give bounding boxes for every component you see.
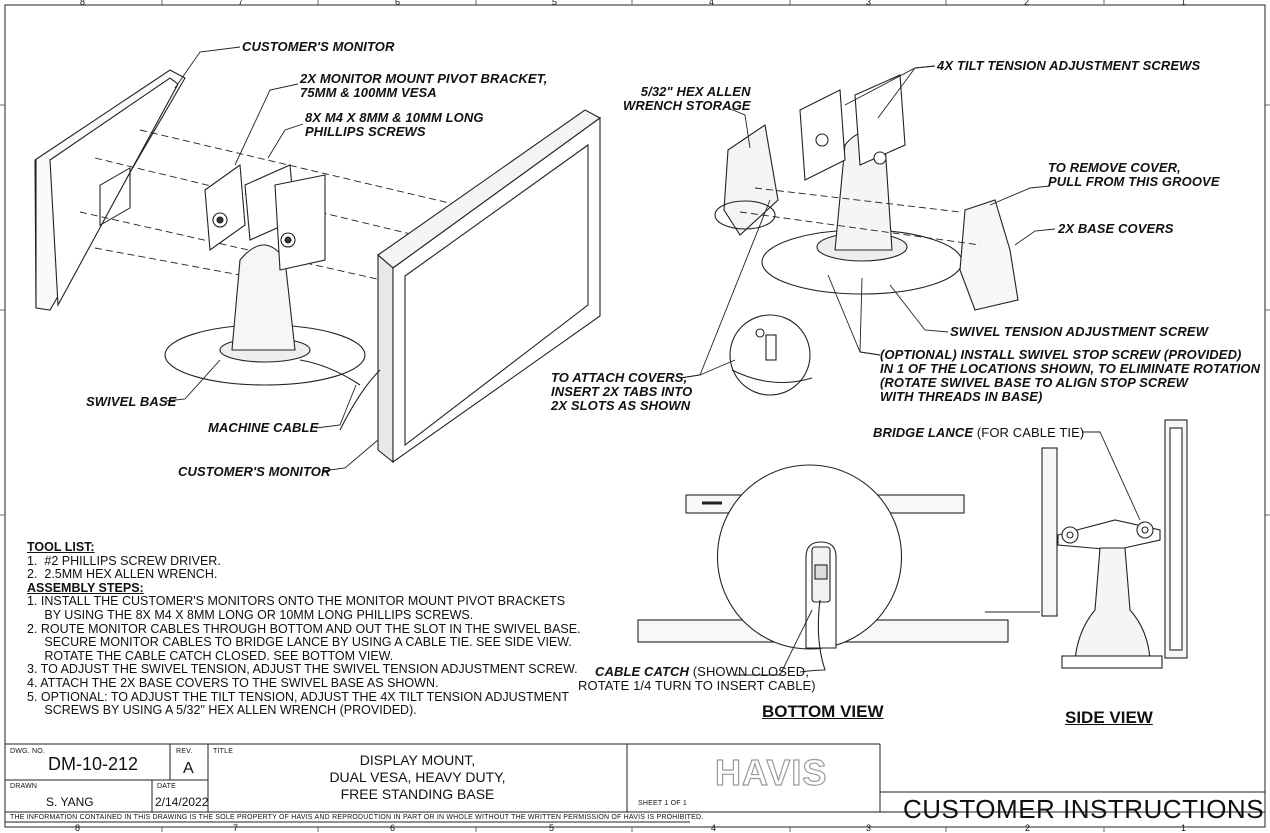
border-number: 4 bbox=[709, 0, 715, 7]
border-number: 8 bbox=[80, 0, 86, 7]
border-number: 4 bbox=[711, 823, 717, 833]
border-number: 7 bbox=[233, 823, 239, 833]
label-swivel-stop-screw: (OPTIONAL) INSTALL SWIVEL STOP SCREW (PR… bbox=[880, 347, 1261, 404]
border-number: 2 bbox=[1024, 0, 1030, 7]
dwg-no-label: DWG. NO. bbox=[10, 748, 46, 755]
tool-item: 2. 2.5MM HEX ALLEN WRENCH. bbox=[27, 567, 218, 582]
assembly-step: 2. ROUTE MONITOR CABLES THROUGH BOTTOM A… bbox=[27, 621, 581, 636]
border-number: 3 bbox=[866, 823, 872, 833]
date-label: DATE bbox=[157, 783, 176, 790]
leader-lines-right bbox=[679, 65, 1056, 379]
assembly-step: BY USING THE 8X M4 X 8MM LONG OR 10MM LO… bbox=[27, 607, 474, 622]
rev-label: REV. bbox=[176, 748, 193, 755]
label-pivot-bracket: 2X MONITOR MOUNT PIVOT BRACKET, 75MM & 1… bbox=[300, 71, 548, 100]
border-number: 6 bbox=[395, 0, 401, 7]
disclaimer: THE INFORMATION CONTAINED IN THIS DRAWIN… bbox=[10, 814, 704, 821]
assembly-step: 5. OPTIONAL: TO ADJUST THE TILT TENSION,… bbox=[27, 689, 570, 704]
title-line: DISPLAY MOUNT, bbox=[359, 752, 476, 768]
tool-list-heading: TOOL LIST: bbox=[27, 540, 95, 554]
label-bridge-lance: BRIDGE LANCE (FOR CABLE TIE) bbox=[873, 426, 1084, 440]
cover-assembly-view bbox=[714, 74, 1019, 396]
assembly-step: SECURE MONITOR CABLES TO BRIDGE LANCE BY… bbox=[27, 635, 572, 650]
drawn-by: S. YANG bbox=[46, 795, 94, 809]
title-label: TITLE bbox=[213, 748, 234, 755]
label-swivel-base: SWIVEL BASE bbox=[86, 394, 177, 409]
border-number: 1 bbox=[1181, 0, 1187, 7]
dwg-number: DM-10-212 bbox=[48, 754, 139, 774]
cable-catch-note: (SHOWN CLOSED, bbox=[689, 664, 809, 679]
cable-catch-text: CABLE CATCH bbox=[595, 664, 690, 679]
side-view-title: SIDE VIEW bbox=[1065, 708, 1153, 727]
label-machine-cable: MACHINE CABLE bbox=[208, 420, 319, 435]
revision: A bbox=[183, 760, 194, 777]
exploded-assembly-view bbox=[34, 69, 602, 464]
border-number: 8 bbox=[75, 823, 81, 833]
border-number: 7 bbox=[238, 0, 244, 7]
assembly-step: ROTATE THE CABLE CATCH CLOSED. SEE BOTTO… bbox=[27, 648, 394, 663]
label-hex-allen-storage: 5/32" HEX ALLEN WRENCH STORAGE bbox=[623, 84, 751, 113]
title-line: DUAL VESA, HEAVY DUTY, bbox=[329, 769, 506, 785]
assembly-step: 3. TO ADJUST THE SWIVEL TENSION, ADJUST … bbox=[27, 662, 578, 677]
leader-lines-left bbox=[165, 46, 379, 472]
assembly-step: SCREWS BY USING A 5/32" HEX ALLEN WRENCH… bbox=[27, 703, 417, 718]
label-cable-catch: CABLE CATCH (SHOWN CLOSED, bbox=[595, 665, 809, 679]
document-type: CUSTOMER INSTRUCTIONS bbox=[903, 794, 1265, 824]
assembly-step: 4. ATTACH THE 2X BASE COVERS TO THE SWIV… bbox=[27, 675, 439, 690]
bridge-lance-leader bbox=[1082, 431, 1141, 521]
sheet-number: SHEET 1 OF 1 bbox=[638, 800, 687, 807]
instructions-block: TOOL LIST: 1. #2 PHILLIPS SCREW DRIVER. … bbox=[27, 540, 581, 718]
label-customers-monitor: CUSTOMER'S MONITOR bbox=[242, 39, 395, 54]
assembly-step: 1. INSTALL THE CUSTOMER'S MONITORS ONTO … bbox=[27, 594, 566, 609]
label-attach-covers: TO ATTACH COVERS, INSERT 2X TABS INTO 2X… bbox=[551, 370, 693, 413]
border-number: 3 bbox=[866, 0, 872, 7]
border-number: 2 bbox=[1025, 823, 1031, 833]
border-number: 5 bbox=[549, 823, 555, 833]
border-number: 5 bbox=[552, 0, 558, 7]
border-number: 6 bbox=[390, 823, 396, 833]
assembly-heading: ASSEMBLY STEPS: bbox=[27, 580, 144, 595]
bottom-view-title: BOTTOM VIEW bbox=[762, 702, 884, 721]
drawing-title: DISPLAY MOUNT, DUAL VESA, HEAVY DUTY, FR… bbox=[208, 752, 627, 803]
drawing-date: 2/14/2022 bbox=[155, 795, 209, 809]
bridge-lance-note: (FOR CABLE TIE) bbox=[973, 425, 1085, 440]
bottom-view-drawing bbox=[637, 464, 1009, 673]
label-phillips-screws: 8X M4 X 8MM & 10MM LONG PHILLIPS SCREWS bbox=[305, 110, 484, 139]
sheet-border bbox=[4, 4, 1266, 828]
label-base-covers: 2X BASE COVERS bbox=[1058, 221, 1174, 236]
label-swivel-tension-screw: SWIVEL TENSION ADJUSTMENT SCREW bbox=[950, 324, 1209, 339]
havis-logo: HAVIS bbox=[714, 751, 828, 793]
title-line: FREE STANDING BASE bbox=[340, 786, 495, 802]
side-view-drawing bbox=[985, 419, 1188, 669]
label-tilt-tension-screws: 4X TILT TENSION ADJUSTMENT SCREWS bbox=[937, 58, 1201, 73]
tool-item: 1. #2 PHILLIPS SCREW DRIVER. bbox=[27, 553, 221, 568]
bridge-lance-text: BRIDGE LANCE bbox=[873, 425, 974, 440]
border-number: 1 bbox=[1181, 823, 1187, 833]
label-remove-cover: TO REMOVE COVER, PULL FROM THIS GROOVE bbox=[1048, 160, 1220, 189]
cable-catch-leader bbox=[735, 609, 813, 676]
label-cable-catch-note: ROTATE 1/4 TURN TO INSERT CABLE) bbox=[578, 678, 816, 693]
drawn-label: DRAWN bbox=[10, 783, 38, 790]
title-block-grid bbox=[5, 743, 1265, 823]
label-customers-monitor-lower: CUSTOMER'S MONITOR bbox=[178, 464, 331, 479]
